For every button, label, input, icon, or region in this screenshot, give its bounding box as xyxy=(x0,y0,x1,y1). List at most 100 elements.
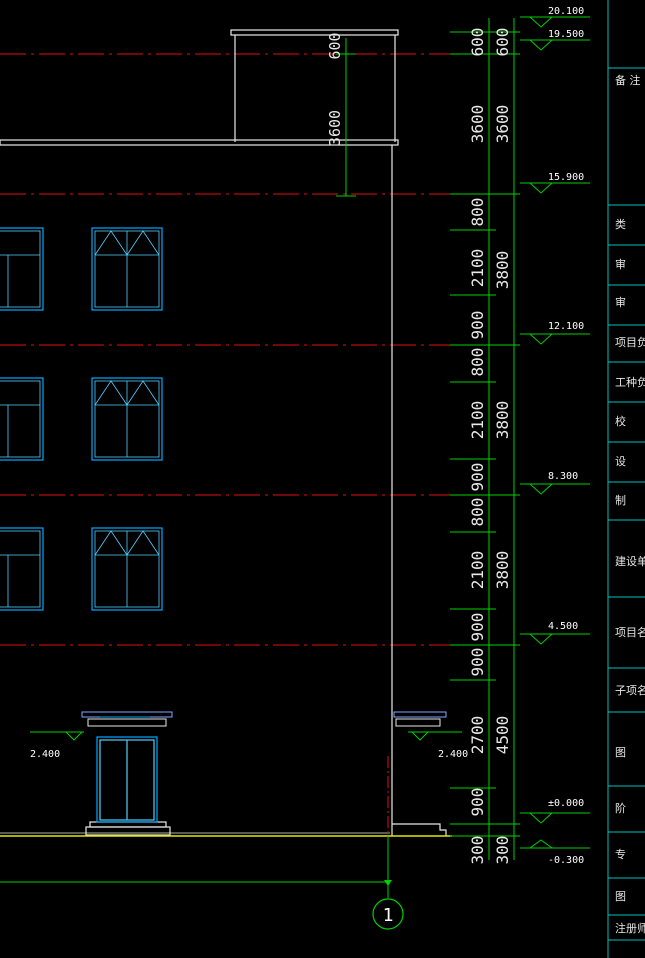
outer-dim-7: 900 xyxy=(468,463,487,492)
elev-text-7: -0.300 xyxy=(548,855,584,866)
outer-dim-14: 300 xyxy=(468,836,487,865)
canopy-level-left-tri xyxy=(65,731,83,741)
window-left-1 xyxy=(0,377,44,461)
dimension-texts: 600 3600 800 2100 900 800 2100 900 800 2100 900 900… xyxy=(468,28,512,865)
elev-text-4: 8.300 xyxy=(548,471,578,482)
elev-text-6: ±0.000 xyxy=(548,798,584,809)
title-block-label-8: 制 xyxy=(615,494,626,507)
outer-dim-1: 3600 xyxy=(468,105,487,144)
outer-dim-12: 2700 xyxy=(468,716,487,755)
inner-dim-6: 300 xyxy=(493,836,512,865)
elevation-markers: 20.100 19.500 15.900 12.100 8.300 4.500 ±0.000… xyxy=(520,6,590,866)
elev-text-1: 19.500 xyxy=(548,29,584,40)
entrance-step-upper xyxy=(89,821,167,828)
window-1 xyxy=(91,377,163,461)
outer-dim-5: 800 xyxy=(468,348,487,377)
window-0 xyxy=(91,227,163,311)
elev-triangle-3 xyxy=(529,333,553,345)
canopy-level-left: 2.400 xyxy=(30,731,84,760)
window-opening-mark-0 xyxy=(94,230,160,256)
axis-1-bubble xyxy=(372,898,404,930)
elev-triangle-1 xyxy=(529,39,553,51)
canopy-right-top xyxy=(393,711,447,718)
title-block-label-2: 审 xyxy=(615,257,626,271)
roof-dim-600: 600 xyxy=(326,32,344,59)
title-block-label-12: 图 xyxy=(615,746,626,759)
floor-level-lines xyxy=(0,53,452,646)
elev-text-3: 12.100 xyxy=(548,321,584,332)
axis-1: 1 xyxy=(0,756,404,930)
title-block-label-3: 审 xyxy=(615,295,626,309)
title-block-label-11: 子项名 xyxy=(615,683,645,697)
canopy-level-left-text: 2.400 xyxy=(30,749,60,760)
right-step xyxy=(392,823,447,836)
canopy-left-beam xyxy=(87,718,167,727)
main-roof-cornice xyxy=(0,139,399,146)
window-left-inner-0 xyxy=(0,230,41,308)
elev-triangle-0 xyxy=(529,16,553,28)
title-block-label-0: 备 注 xyxy=(615,73,641,87)
title-block-label-4: 项目负 xyxy=(615,335,645,349)
dimension-chains xyxy=(450,18,520,860)
title-block-label-7: 设 xyxy=(615,455,626,468)
axis-1-arrow xyxy=(384,880,392,886)
window-opening-mark-2 xyxy=(94,530,160,556)
canopy-level-right-tri xyxy=(411,731,429,741)
outer-dim-4: 900 xyxy=(468,311,487,340)
entrance-canopy-right xyxy=(393,711,447,727)
roof-parapet-cap xyxy=(230,29,399,36)
inner-dim-5: 4500 xyxy=(493,716,512,755)
window-2 xyxy=(91,527,163,611)
title-block-label-13: 阶 xyxy=(615,801,626,815)
window-opening-mark-1 xyxy=(94,380,160,406)
window-left-0 xyxy=(0,227,44,311)
elev-triangle-5 xyxy=(529,633,553,645)
elev-triangle-7 xyxy=(529,839,553,849)
elev-text-0: 20.100 xyxy=(548,6,584,17)
title-block-label-9: 建设单 xyxy=(615,554,645,568)
title-block-label-6: 校 xyxy=(615,414,626,428)
outer-dim-8: 800 xyxy=(468,498,487,527)
canopy-right-beam xyxy=(395,718,441,727)
outer-dim-9: 2100 xyxy=(468,551,487,590)
inner-dim-3: 3800 xyxy=(493,401,512,440)
outer-dim-13: 900 xyxy=(468,788,487,817)
elev-triangle-4 xyxy=(529,483,553,495)
outer-dim-6: 2100 xyxy=(468,401,487,440)
roof-dim-3600: 3600 xyxy=(326,110,344,146)
title-block-label-10: 项目名 xyxy=(615,625,645,639)
entrance-step-lower xyxy=(85,826,171,836)
window-left-inner-2 xyxy=(0,530,41,608)
outer-dim-2: 800 xyxy=(468,198,487,227)
canopy-level-right: 2.400 xyxy=(408,731,468,760)
roof-dimension xyxy=(336,38,356,197)
outer-dim-3: 2100 xyxy=(468,249,487,288)
window-left-2 xyxy=(0,527,44,611)
canopy-left-top xyxy=(81,711,173,718)
title-block-label-5: 工种负 xyxy=(615,375,645,389)
window-left-inner-1 xyxy=(0,380,41,458)
elev-triangle-2 xyxy=(529,182,553,194)
canopy-level-right-text: 2.400 xyxy=(438,749,468,760)
entrance-door xyxy=(96,736,158,823)
title-block-label-16: 注册师 xyxy=(615,921,645,935)
building-outline xyxy=(0,29,447,836)
title-block-label-1: 类 xyxy=(615,217,626,231)
elev-triangle-6 xyxy=(529,812,553,824)
outer-dim-0: 600 xyxy=(468,28,487,57)
inner-dim-2: 3800 xyxy=(493,251,512,290)
axis-1-number: 1 xyxy=(383,905,394,926)
title-block-label-14: 专 xyxy=(615,847,626,861)
window-group xyxy=(0,227,163,611)
inner-dim-1: 3600 xyxy=(493,105,512,144)
title-block-label-15: 图 xyxy=(615,890,626,903)
outer-dim-11: 900 xyxy=(468,648,487,677)
elev-text-5: 4.500 xyxy=(548,621,578,632)
elev-text-2: 15.900 xyxy=(548,172,584,183)
inner-dim-0: 600 xyxy=(493,28,512,57)
entrance-canopy-left xyxy=(81,711,173,727)
door-frame-outer xyxy=(96,736,158,823)
outer-dim-10: 900 xyxy=(468,613,487,642)
